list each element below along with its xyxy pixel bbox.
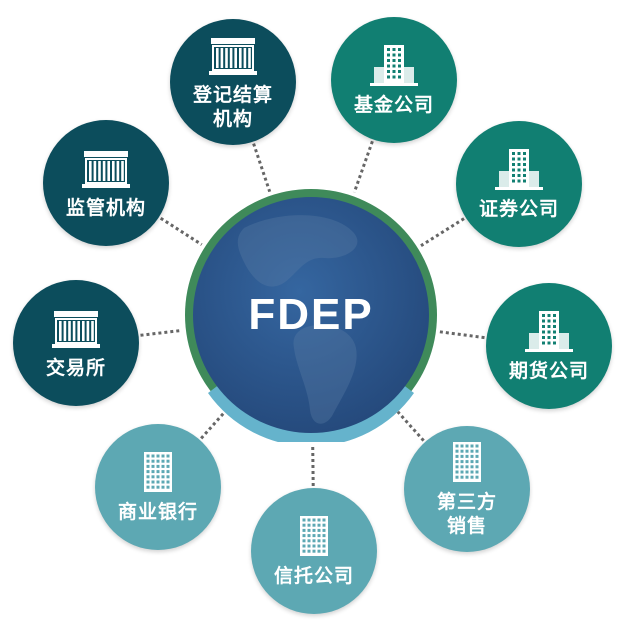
node-thirdparty: 第三方 销售 bbox=[404, 426, 530, 552]
office-tower-icon bbox=[525, 311, 573, 352]
node-fund: 基金公司 bbox=[331, 17, 457, 143]
node-exchange: 交易所 bbox=[13, 280, 139, 406]
connector-trust bbox=[311, 444, 315, 487]
institution-building-icon bbox=[209, 38, 257, 75]
office-block-icon bbox=[144, 452, 172, 492]
node-label: 第三方 销售 bbox=[436, 491, 497, 537]
node-trust: 信托公司 bbox=[251, 488, 377, 614]
node-label: 期货公司 bbox=[508, 360, 589, 382]
globe-icon bbox=[185, 189, 437, 447]
node-label: 交易所 bbox=[45, 357, 106, 379]
connector-futures bbox=[439, 330, 485, 340]
node-label: 证券公司 bbox=[478, 198, 559, 220]
office-block-icon bbox=[453, 442, 481, 482]
node-label: 商业银行 bbox=[117, 501, 198, 523]
connector-thirdparty bbox=[396, 410, 425, 442]
node-regulator: 监管机构 bbox=[43, 120, 169, 246]
hub-circle: FDEP bbox=[184, 188, 438, 447]
connector-exchange bbox=[140, 328, 183, 337]
office-tower-icon bbox=[370, 45, 418, 86]
node-securities: 证券公司 bbox=[456, 121, 582, 247]
node-registry: 登记结算 机构 bbox=[170, 19, 296, 145]
office-block-icon bbox=[300, 516, 328, 556]
office-tower-icon bbox=[495, 149, 543, 190]
node-label: 信托公司 bbox=[273, 565, 354, 587]
institution-building-icon bbox=[52, 311, 100, 348]
node-futures: 期货公司 bbox=[486, 283, 612, 409]
node-label: 监管机构 bbox=[65, 197, 146, 219]
connector-fund bbox=[352, 140, 374, 193]
institution-building-icon bbox=[82, 151, 130, 188]
connector-registry bbox=[252, 143, 272, 193]
node-bank: 商业银行 bbox=[95, 424, 221, 550]
connector-regulator bbox=[159, 216, 203, 246]
hub-title: FDEP bbox=[248, 290, 374, 339]
node-label: 登记结算 机构 bbox=[192, 84, 273, 130]
node-label: 基金公司 bbox=[353, 94, 434, 116]
connector-securities bbox=[420, 217, 465, 247]
